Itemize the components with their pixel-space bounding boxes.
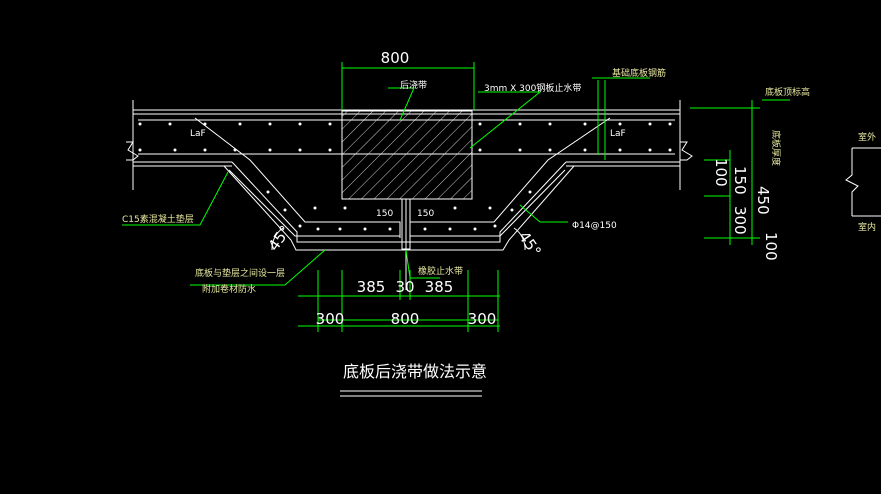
right-dim-100-top: 100 <box>712 158 730 187</box>
waterproof-note-1: 底板与垫层之间设一层 <box>195 267 285 279</box>
cushion-label: C15素混凝土垫层 <box>122 213 194 225</box>
post-pour-label: 后浇带 <box>400 79 427 91</box>
bottom-dim-300-right: 300 <box>468 310 497 328</box>
right-dim-150: 150 <box>731 166 749 195</box>
waterproof-note-2: 附加卷材防水 <box>202 283 256 295</box>
dimension-lines <box>298 62 760 332</box>
lap-right-label: LaF <box>610 129 626 139</box>
right-dim-300: 300 <box>731 206 749 235</box>
right-dim-100-bottom: 100 <box>762 232 780 261</box>
drawing-title: 底板后浇带做法示意 <box>343 362 487 381</box>
right-dim-total: 450 <box>754 186 772 215</box>
bottom-dim-800: 800 <box>391 310 420 328</box>
rebar-left-label: 150 <box>376 209 393 219</box>
base-slab-outline <box>132 100 681 251</box>
bottom-dim-300-left: 300 <box>316 310 345 328</box>
slab-top-label: 底板顶标高 <box>765 86 810 98</box>
break-marks <box>126 141 693 161</box>
angle-arcs <box>271 227 526 251</box>
right-edge-fragment <box>845 147 881 217</box>
edge-bottom-label: 室内 <box>858 221 876 233</box>
bottom-dim-385-left: 385 <box>357 278 386 296</box>
bottom-dim-30: 30 <box>395 278 414 296</box>
rebar-right-label: 150 <box>417 209 434 219</box>
post-pour-strip <box>341 110 473 250</box>
stirrup-label: Φ14@150 <box>572 221 617 231</box>
edge-top-label: 室外 <box>858 131 876 143</box>
base-slab-bar-label: 基础底板钢筋 <box>612 67 666 79</box>
top-width-dimension: 800 <box>381 49 410 67</box>
lap-left-label: LaF <box>190 129 206 139</box>
rebar-dots <box>138 122 672 231</box>
leader-lines <box>122 77 790 286</box>
angle-left-label: 45° <box>265 222 295 254</box>
rubber-waterstop-label: 橡胶止水带 <box>418 265 463 277</box>
title-underline <box>340 390 482 397</box>
steel-waterstop-label: 3mm X 300钢板止水带 <box>484 82 581 94</box>
slab-thickness-label: 底板厚度 <box>770 130 782 166</box>
bottom-dim-385-right: 385 <box>425 278 454 296</box>
